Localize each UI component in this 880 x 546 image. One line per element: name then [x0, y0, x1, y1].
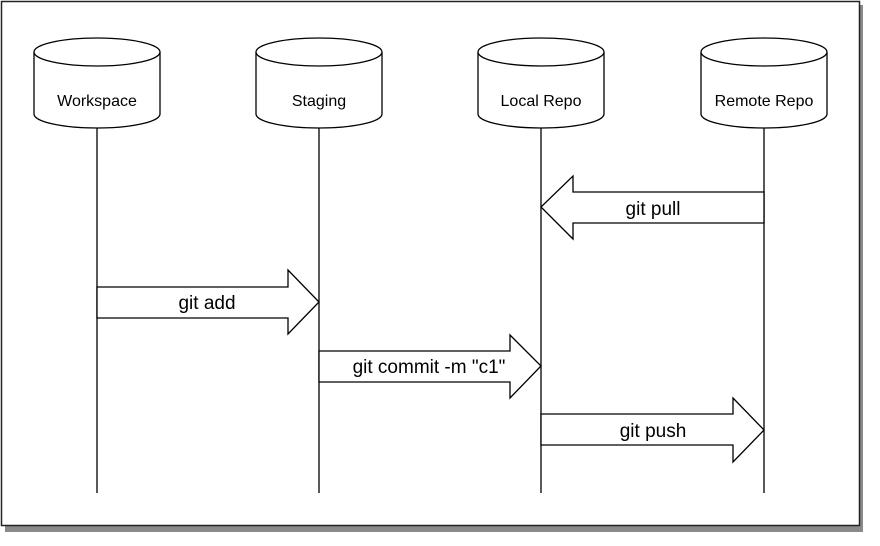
- lane-workspace: Workspace: [33, 37, 161, 129]
- lane-local-repo: Local Repo: [477, 37, 605, 129]
- arrow-label-git-push: git push: [620, 421, 687, 442]
- lane-staging: Staging: [255, 37, 383, 129]
- lane-remote-repo: Remote Repo: [700, 37, 828, 129]
- arrow-label-git-add: git add: [178, 293, 235, 314]
- arrow-git-pull: git pull: [540, 174, 765, 241]
- arrow-label-git-pull: git pull: [626, 199, 681, 220]
- lane-label-workspace: Workspace: [57, 93, 137, 110]
- lane-label-local-repo: Local Repo: [501, 93, 582, 110]
- arrow-git-commit: git commit -m "c1": [318, 333, 542, 400]
- arrow-label-git-commit: git commit -m "c1": [353, 357, 506, 378]
- lane-label-remote-repo: Remote Repo: [715, 93, 814, 110]
- arrow-git-push: git push: [540, 396, 765, 464]
- lane-label-staging: Staging: [292, 93, 346, 110]
- arrow-git-add: git add: [96, 268, 320, 336]
